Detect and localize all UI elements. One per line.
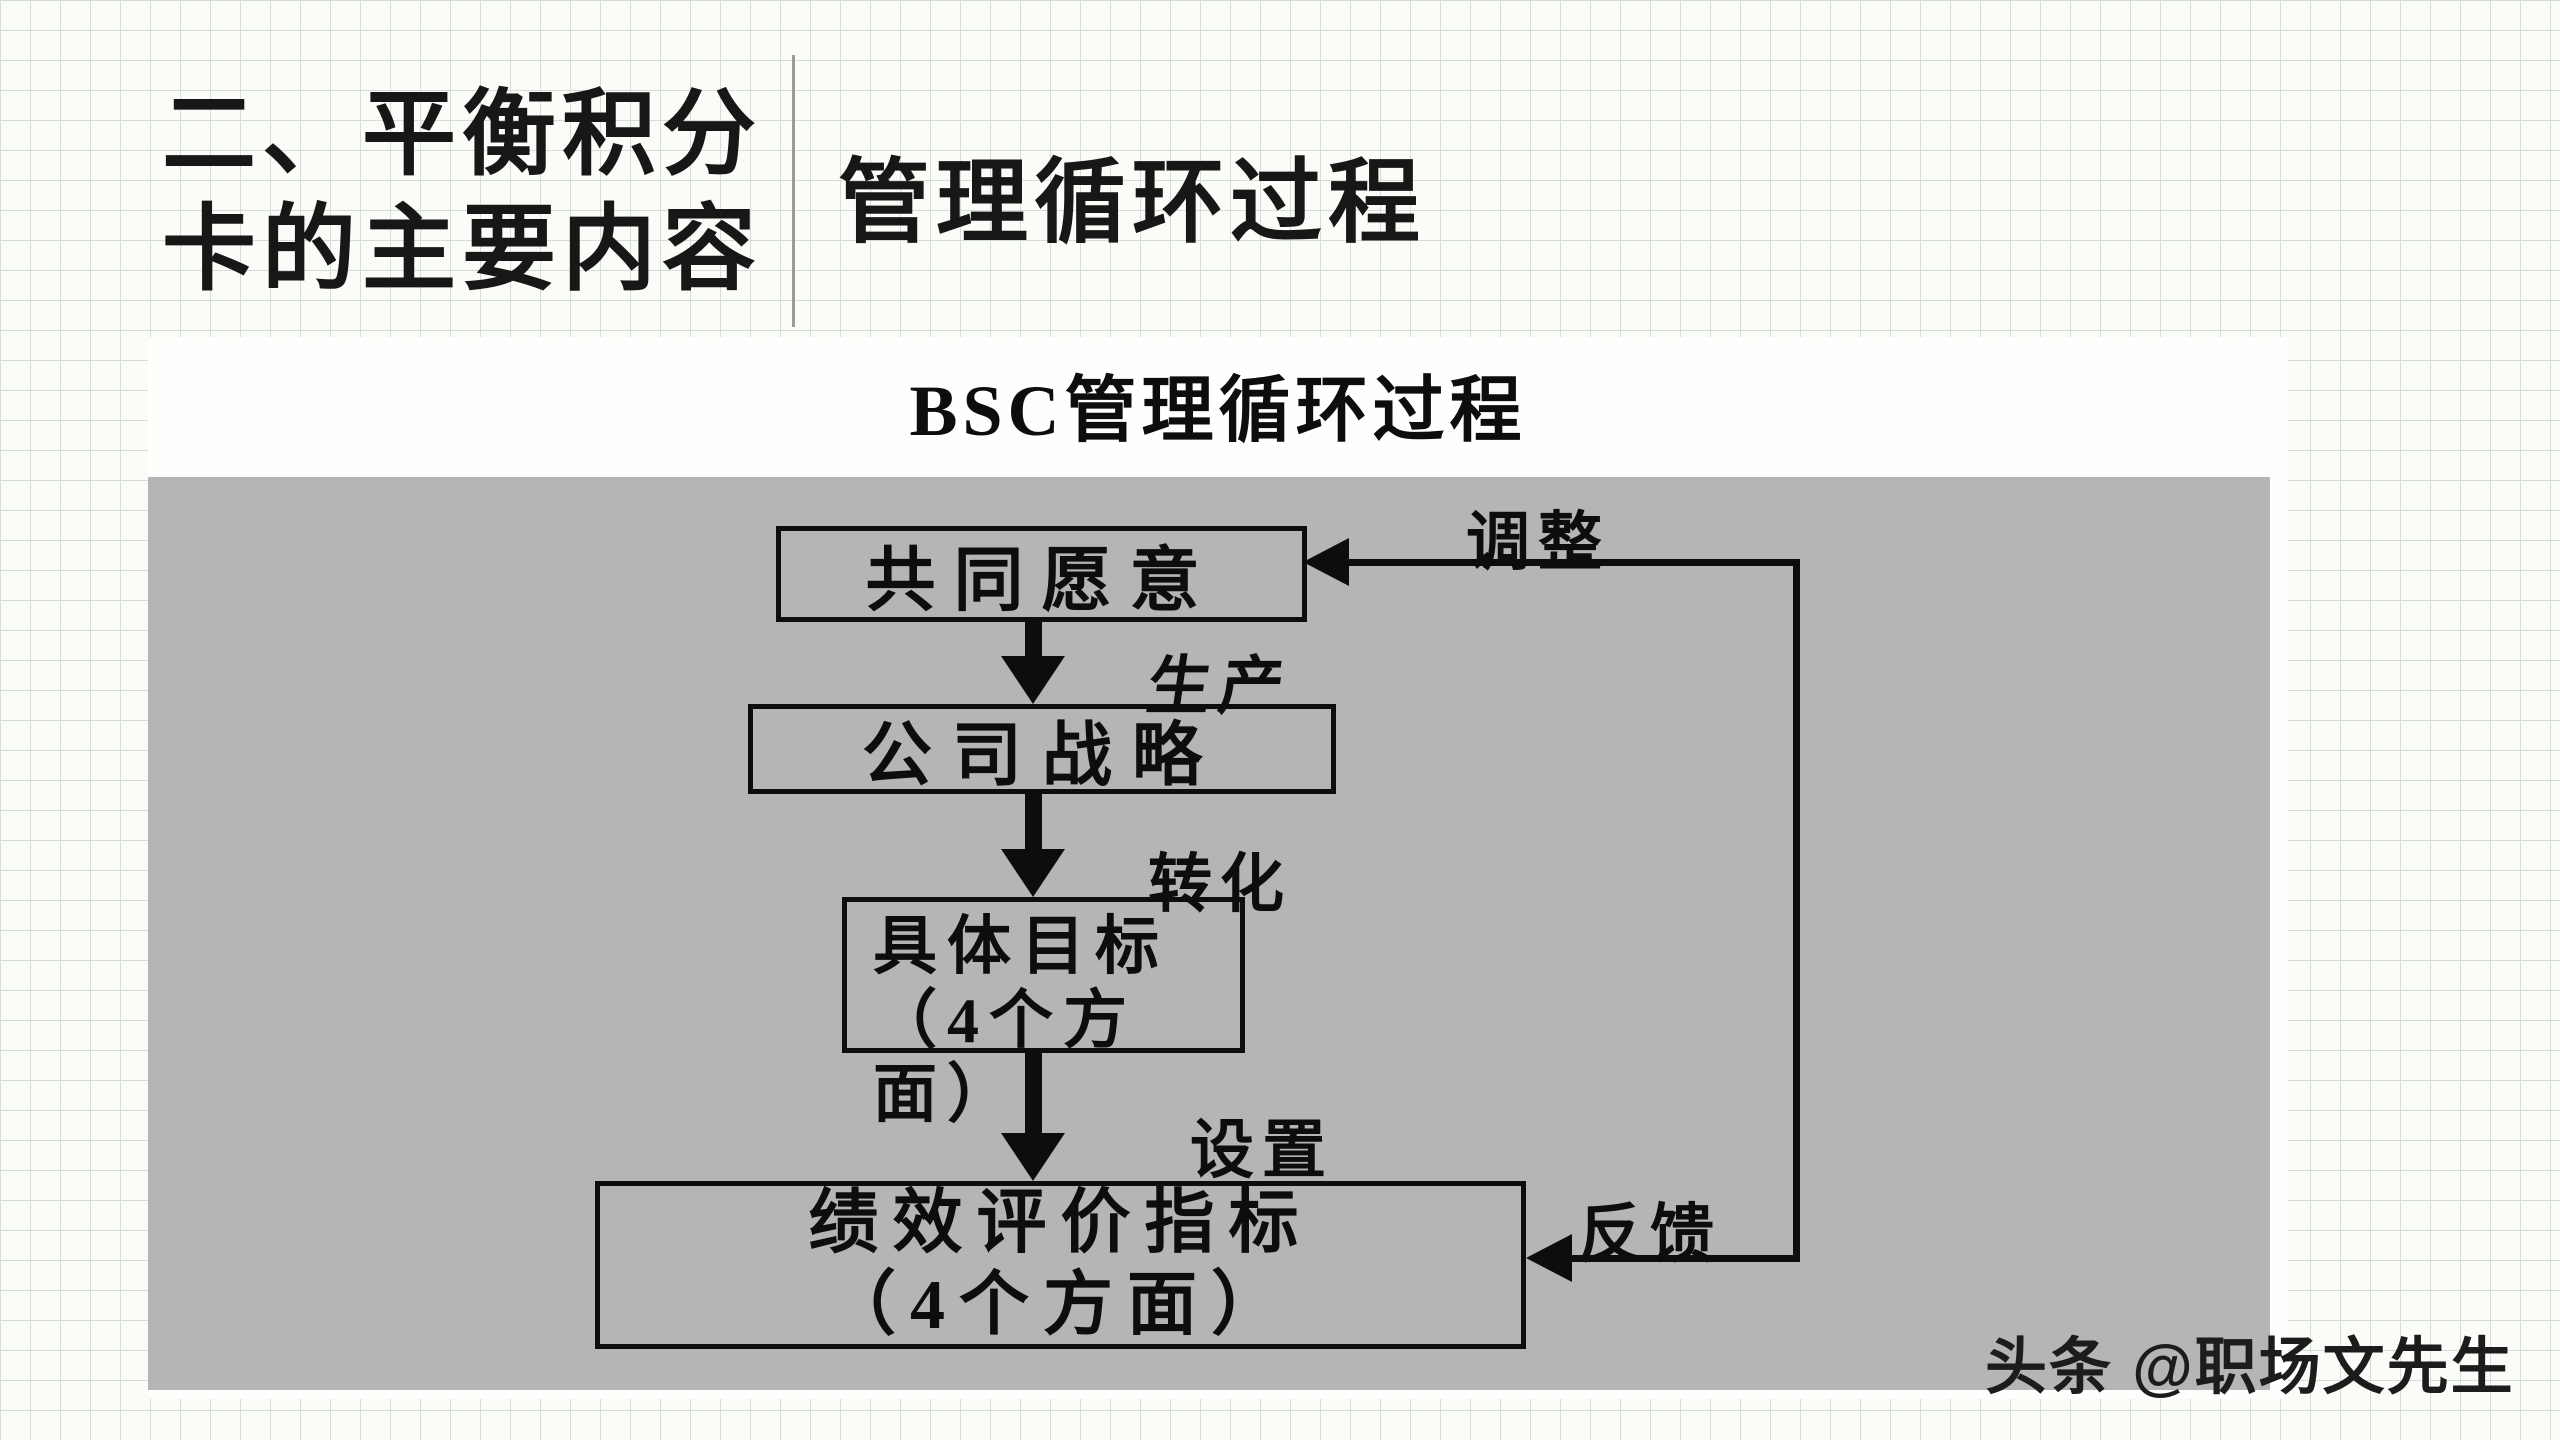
down-arrowhead-icon	[1001, 656, 1065, 704]
goals-line-1: 具体目标	[873, 911, 1169, 982]
feedback-loop-top-line	[1347, 559, 1800, 566]
down-arrowhead-icon	[1001, 1133, 1065, 1181]
edge-label-transform: 转化	[1148, 849, 1292, 920]
feedback-loop-bottom-line	[1570, 1255, 1800, 1262]
left-arrowhead-adjust-icon	[1303, 538, 1349, 586]
diagram-title: BSC管理循环过程	[909, 371, 1527, 451]
flow-node-performance-indicators: 绩效评价指标 （4个方面）	[595, 1181, 1526, 1349]
watermark: 头条 @职场文先生	[1985, 1333, 2515, 1402]
arrow-shaft	[1024, 622, 1042, 656]
down-arrowhead-icon	[1001, 849, 1065, 897]
flow-node-company-strategy: 公司战略	[748, 704, 1336, 795]
kpi-line-1: 绩效评价指标	[808, 1185, 1313, 1262]
slide-title-line2: 卡的主要内容	[162, 197, 763, 302]
slide-title: 二、平衡积分 卡的主要内容	[162, 78, 762, 307]
title-divider	[792, 55, 795, 327]
down-arrow-set	[1001, 1053, 1065, 1181]
edge-label-feedback: 反馈	[1578, 1199, 1722, 1270]
left-arrowhead-feedback-icon	[1526, 1234, 1572, 1282]
kpi-line-2: （4个方面）	[826, 1267, 1295, 1344]
flow-node-specific-goals: 具体目标 （4个方 面）	[842, 897, 1245, 1130]
feedback-loop-vertical-line	[1793, 559, 1800, 1262]
slide-subtitle: 管理循环过程	[838, 152, 1427, 254]
down-arrow-produce	[1001, 622, 1065, 704]
slide-title-line1: 二、平衡积分	[162, 83, 763, 187]
arrow-shaft	[1024, 794, 1042, 849]
edge-label-adjust: 调整	[1466, 507, 1610, 578]
arrow-shaft	[1024, 1053, 1042, 1133]
content-panel: BSC管理循环过程 共同愿意 生产 公司战略 转化 具体目标 （4个方	[148, 337, 2288, 1399]
goals-line-3: 面）	[873, 1059, 1021, 1130]
goals-line-2: （4个方	[873, 985, 1137, 1056]
down-arrow-transform	[1001, 794, 1065, 897]
edge-label-set: 设置	[1190, 1115, 1334, 1186]
bsc-cycle-diagram: 共同愿意 生产 公司战略 转化 具体目标 （4个方 面）	[148, 477, 2270, 1390]
flow-node-shared-vision: 共同愿意	[776, 526, 1307, 622]
